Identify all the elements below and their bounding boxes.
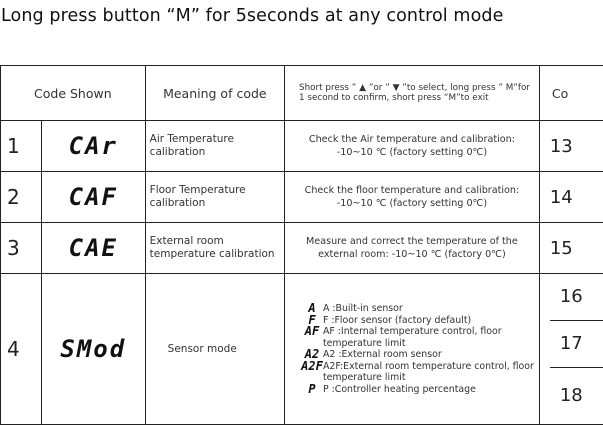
sensor-text: P :Controller heating percentage xyxy=(323,384,537,396)
up-triangle-icon: ▲ xyxy=(359,83,366,93)
segment-p-icon: P xyxy=(301,384,323,395)
segment-af-icon: AF xyxy=(301,326,323,337)
sensor-item: P P :Controller heating percentage xyxy=(301,384,537,396)
desc-line: Check the Air temperature and calibratio… xyxy=(287,133,537,146)
sensor-text: A2 :External room sensor xyxy=(323,349,537,361)
code-table: Code Shown Meaning of code Short press ”… xyxy=(0,65,603,425)
header-meaning: Meaning of code xyxy=(145,66,284,121)
table-row: 3 CAE External room temperature calibrat… xyxy=(1,223,603,274)
sensor-text: A :Built-in sensor xyxy=(323,303,537,315)
sensor-mode-list: A A :Built-in sensor F F :Floor sensor (… xyxy=(287,303,537,395)
row-description: Check the floor temperature and calibrat… xyxy=(284,172,539,223)
row-number: 3 xyxy=(1,223,42,274)
row-description: Check the Air temperature and calibratio… xyxy=(284,121,539,172)
row-number: 1 xyxy=(1,121,42,172)
desc-line: -10~10 ℃ (factory setting 0℃) xyxy=(287,197,537,210)
right-code-stack: 16 17 18 xyxy=(539,274,603,425)
row-description-sensors: A A :Built-in sensor F F :Floor sensor (… xyxy=(284,274,539,425)
header-short-press: Short press ” ▲ ”or ” ▼ ”to select, long… xyxy=(284,66,539,121)
desc-line: Check the floor temperature and calibrat… xyxy=(287,184,537,197)
table-header-row: Code Shown Meaning of code Short press ”… xyxy=(1,66,603,121)
table-row: 2 CAF Floor Temperature calibration Chec… xyxy=(1,172,603,223)
sensor-item: A2 A2 :External room sensor xyxy=(301,349,537,361)
right-code-number: 13 xyxy=(539,121,603,172)
sensor-text: AF :Internal temperature control, floor … xyxy=(323,326,537,349)
row-meaning: Air Temperature calibration xyxy=(145,121,284,172)
right-code-number: 17 xyxy=(550,320,603,367)
table-row: 1 CAr Air Temperature calibration Check … xyxy=(1,121,603,172)
table-row: 4 SMod Sensor mode A A :Built-in sensor … xyxy=(1,274,603,425)
desc-line: external room: -10~10 ℃ (factory 0℃) xyxy=(287,248,537,261)
right-code-number: 18 xyxy=(550,367,603,424)
desc-line: -10~10 ℃ (factory setting 0℃) xyxy=(287,146,537,159)
desc-line: Measure and correct the temperature of t… xyxy=(287,235,537,248)
segment-code: CAE xyxy=(41,223,145,274)
right-code-number: 14 xyxy=(539,172,603,223)
segment-code: CAF xyxy=(41,172,145,223)
header-code-shown: Code Shown xyxy=(1,66,146,121)
right-code-number: 16 xyxy=(550,274,603,320)
sensor-text: A2F:External room temperature control, f… xyxy=(323,361,537,384)
segment-code: SMod xyxy=(41,274,145,425)
sensor-text: F :Floor sensor (factory default) xyxy=(323,315,537,327)
row-meaning: External room temperature calibration xyxy=(145,223,284,274)
header-right-partial: Co xyxy=(539,66,603,121)
row-number: 2 xyxy=(1,172,42,223)
sensor-item: A A :Built-in sensor xyxy=(301,303,537,315)
row-meaning: Sensor mode xyxy=(145,274,284,425)
sensor-item: AF AF :Internal temperature control, flo… xyxy=(301,326,537,349)
sensor-item: F F :Floor sensor (factory default) xyxy=(301,315,537,327)
page-heading: Long press button “M” for 5seconds at an… xyxy=(1,6,503,26)
row-meaning: Floor Temperature calibration xyxy=(145,172,284,223)
segment-a2f-icon: A2F xyxy=(301,361,323,372)
header-short-press-pre: Short press ” xyxy=(299,83,359,93)
row-description: Measure and correct the temperature of t… xyxy=(284,223,539,274)
header-short-press-mid: ”or ” xyxy=(366,83,393,93)
segment-code: CAr xyxy=(41,121,145,172)
row-number: 4 xyxy=(1,274,42,425)
right-code-number: 15 xyxy=(539,223,603,274)
sensor-item: A2F A2F:External room temperature contro… xyxy=(301,361,537,384)
